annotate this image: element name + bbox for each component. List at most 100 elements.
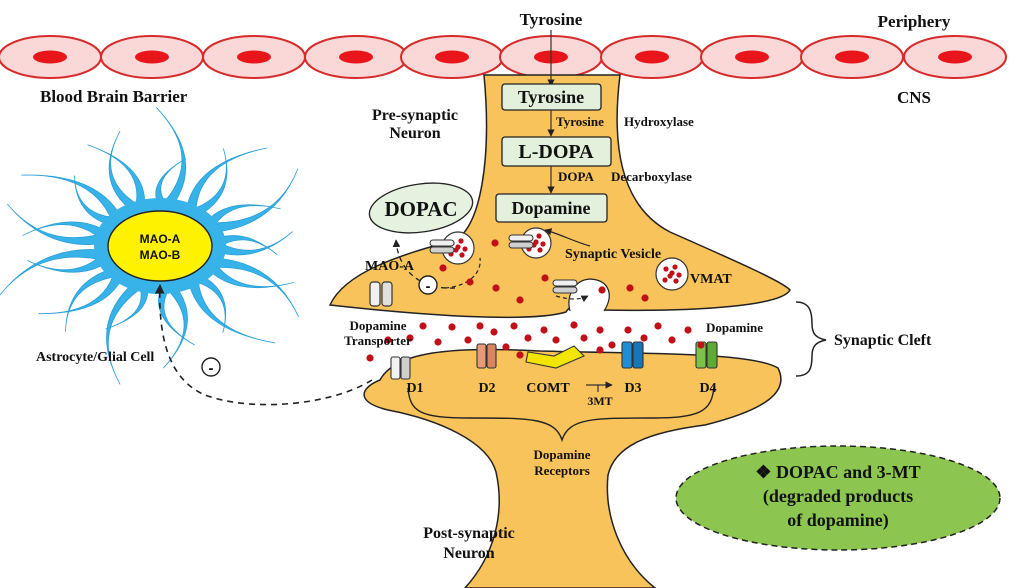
receptor-d1 [390,356,411,380]
synaptic-vesicle [508,227,552,259]
dopamine-molecule [516,351,524,359]
astrocyte-nucleus [107,210,213,282]
endothelial-cell [202,35,306,79]
receptors-brace [407,385,715,443]
endothelial-cell [903,35,1007,79]
astro-mao-b-label: MAO-B [140,248,181,262]
d3-label: D3 [624,381,641,396]
dopamine-molecule [640,334,648,342]
synaptic-vesicle [429,231,475,265]
vesicle-release-arrow [555,295,589,303]
tyrosine-top-label: Tyrosine [520,10,583,29]
astrocyte-process [173,148,228,221]
blood-brain-barrier-cells [0,35,1007,79]
three-mt-label: 3MT [587,394,612,408]
vesicle-fusion-pocket [568,278,610,312]
legend-ellipse [675,445,1001,551]
inhibition-circle-astrocyte [201,357,221,377]
endothelial-cell [800,35,904,79]
dopamine-molecule [541,274,549,282]
dopamine-molecule [476,322,484,330]
dopamine-molecule [624,326,632,334]
receptor-d4 [695,341,718,369]
ldopa-box-label: L-DOPA [518,141,594,163]
dopamine-box-label: Dopamine [511,198,590,218]
postsynaptic-label-1: Post-synaptic [423,525,515,542]
legend-line-1: ❖ DOPAC and 3-MT [755,462,920,482]
astrocyte [0,107,299,385]
dopamine-molecule [366,354,374,362]
dopamine-molecule [448,323,456,331]
dopamine-molecule [596,346,604,354]
d1-label: D1 [406,381,423,396]
endothelial-cell [600,35,704,79]
dopamine-molecules [366,239,705,362]
dopamine-molecule [491,239,499,247]
bbb-label: Blood Brain Barrier [40,87,188,106]
dopamine-molecule [524,334,532,342]
dopac-ellipse [368,182,474,234]
synaptic-vesicle [552,279,578,294]
presynaptic-label-2: Neuron [389,125,440,142]
postsynaptic-neuron-shape [363,348,782,588]
synaptic-vesicles [429,227,689,294]
astrocyte-process [150,107,186,215]
enzyme1-label-a: Tyrosine [556,114,604,129]
dopamine-molecule [626,284,634,292]
dopamine-molecule [608,341,616,349]
astrocyte-process [202,249,294,288]
legend-line-3: of dopamine) [787,510,889,531]
mao-a-neuron-label: MAO-A [365,259,415,274]
legend-line-2: (degraded products [763,486,913,507]
dopamine-molecule [502,343,510,351]
enzyme2-label-b: Decarboxylase [611,169,692,184]
dopamine-molecule [510,322,518,330]
dopamine-molecule [490,328,498,336]
dopamine-molecule [552,336,560,344]
dopamine-molecule [570,321,578,329]
dopac-label: DOPAC [384,197,457,221]
ldopa-box [501,136,612,167]
vmat-label: VMAT [690,272,732,287]
postsynaptic-label-2: Neuron [443,545,494,562]
dopamine-molecule [384,336,392,344]
synaptic-vesicle [655,257,689,291]
dopamine-molecule [598,286,606,294]
astrocyte-process [108,130,156,218]
minus-astrocyte-label: - [209,360,214,377]
astrocyte-process [27,242,114,273]
d2-label: D2 [478,381,495,396]
dopamine-molecule [439,264,447,272]
astrocyte-uptake-path [154,284,373,406]
astrocyte-process [201,204,281,242]
enzyme2-label-a: DOPA [558,169,594,184]
dopamine-molecule [464,336,472,344]
inhibition-circle-neuron [418,275,438,295]
dopamine-transporter [369,281,393,307]
dopamine-molecule [596,326,604,334]
endothelial-cell [700,35,804,79]
receptor-d2 [476,343,497,369]
astro-mao-a-label: MAO-A [140,232,181,246]
synaptic-cleft-label: Synaptic Cleft [834,332,932,349]
astrocyte-process [21,174,125,236]
astrocyte-process [22,221,114,251]
dopamine-molecule [419,322,427,330]
dopamine-box [495,193,608,223]
dopamine-cleft-label: Dopamine [706,320,763,335]
reuptake-dashed-path [444,257,481,289]
synaptic-cleft-brace [795,301,827,377]
dopamine-molecule [684,326,692,334]
astrocyte-process [106,275,158,385]
mao-a-dashed-path [392,239,456,289]
astrocyte-process [152,277,188,369]
endothelial-cell [304,35,408,79]
comt-label: COMT [526,381,570,396]
transporter-label-2: Transporter [344,333,412,348]
dopamine-molecule [516,296,524,304]
dopamine-molecule [434,338,442,346]
dopamine-molecule [641,294,649,302]
enzyme1-label-b: Hydroxylase [624,114,694,129]
